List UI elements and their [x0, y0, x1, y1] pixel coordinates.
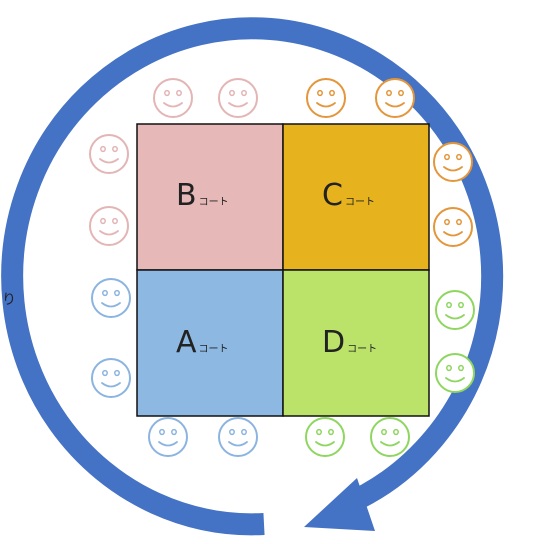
face-green-right-1-smiley-icon [435, 290, 475, 330]
face-orange-right-2-smiley-icon [433, 207, 473, 247]
edge-text: り [2, 292, 16, 308]
face-blue-bottom-2-smiley-icon [218, 417, 258, 457]
face-orange-right-1-smiley-icon [433, 142, 473, 182]
court-b-area [136, 123, 284, 271]
face-orange-top-1-smiley-icon [306, 78, 346, 118]
face-green-bottom-2-smiley-icon [370, 417, 410, 457]
rotation-arrow-body [1, 17, 504, 536]
face-green-right-2-smiley-icon [435, 353, 475, 393]
face-pink-top-1-smiley-icon [153, 78, 193, 118]
face-blue-bottom-1-smiley-icon [148, 417, 188, 457]
face-green-bottom-1-smiley-icon [305, 417, 345, 457]
court-a-area [136, 269, 284, 417]
face-blue-left-2-smiley-icon [91, 358, 131, 398]
face-blue-left-1-smiley-icon [91, 278, 131, 318]
face-pink-left-2-smiley-icon [89, 206, 129, 246]
rotation-arrow-head [304, 478, 375, 531]
rotation-arrow [1, 17, 504, 536]
court-d-area [282, 269, 430, 417]
face-pink-top-2-smiley-icon [218, 78, 258, 118]
player-faces [89, 78, 475, 457]
face-pink-left-1-smiley-icon [89, 134, 129, 174]
court-c-area [282, 123, 430, 271]
face-orange-top-2-smiley-icon [375, 78, 415, 118]
